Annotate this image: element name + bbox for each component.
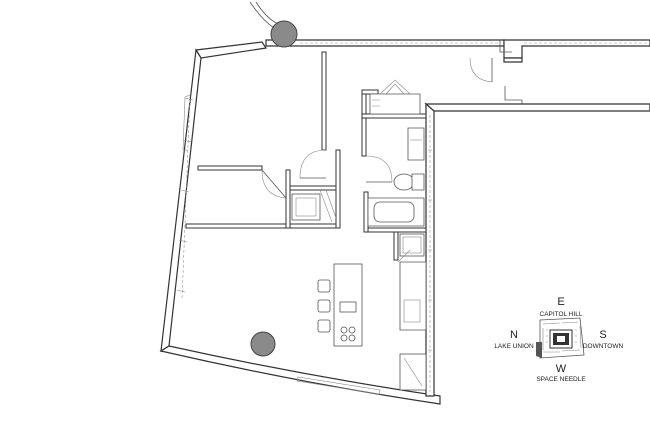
compass-east-label: CAPITOL HILL: [540, 311, 583, 318]
interior-doors: [261, 149, 393, 223]
interior-walls: [185, 51, 427, 261]
structural-column-living: [250, 331, 276, 357]
kitchen: [317, 249, 427, 391]
compass-south-label: DOWNTOWN: [583, 343, 624, 350]
compass-north-letter: N: [510, 329, 518, 341]
compass-west-label: SPACE NEEDLE: [536, 376, 586, 383]
bathroom-fixtures: [367, 127, 425, 227]
key-plan-icon: [536, 317, 585, 359]
exterior-wall: [159, 41, 441, 405]
compass-west-letter: W: [556, 363, 567, 375]
compass-east-letter: E: [557, 296, 564, 308]
closet: [369, 79, 421, 115]
entry-door: [469, 57, 523, 110]
terrace-edge: [249, 1, 279, 29]
compass-south-letter: S: [599, 329, 606, 341]
compass-key: E CAPITOL HILL N LAKE UNION S DOWNTOWN W…: [494, 296, 623, 383]
laundry: [291, 193, 425, 257]
compass-north-label: LAKE UNION: [494, 343, 534, 350]
structural-column-top: [270, 20, 298, 48]
